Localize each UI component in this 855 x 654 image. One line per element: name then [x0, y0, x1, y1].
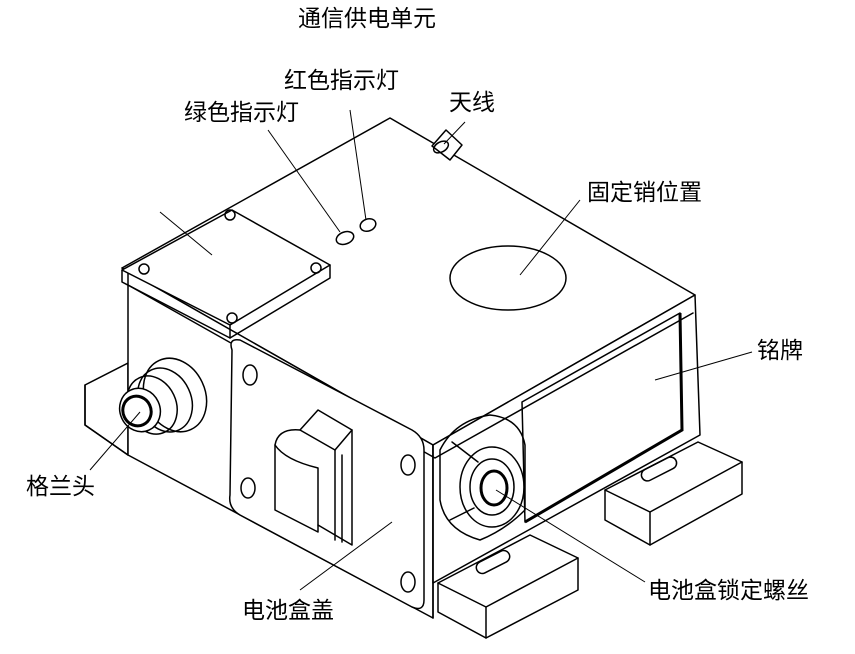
leader-cover-plate: [159, 211, 213, 256]
fixing-pin-hole: [449, 245, 567, 311]
leader-lines: [89, 109, 753, 591]
lock-screw: [439, 414, 526, 541]
leader-battery-cover: [299, 521, 393, 591]
leader-gland: [89, 411, 141, 471]
top-cover-plate: [121, 209, 331, 339]
label-gland: 格兰头: [26, 474, 95, 500]
cable-gland: [118, 357, 208, 435]
leader-antenna: [443, 121, 466, 145]
antenna: [431, 129, 463, 161]
leader-red-led: [349, 109, 367, 221]
label-lock-screw: 电池盒锁定螺丝: [648, 578, 809, 604]
leader-nameplate: [654, 351, 753, 381]
right-mounting-foot: [604, 441, 743, 546]
label-battery-cover: 电池盒盖: [242, 598, 334, 624]
label-red-led: 红色指示灯: [284, 68, 399, 94]
label-nameplate: 铭牌: [757, 338, 803, 364]
green-led: [335, 230, 355, 246]
leader-lock-screw: [495, 489, 646, 583]
label-antenna: 天线: [449, 90, 495, 116]
bottom-mounting-foot: [437, 534, 579, 639]
leader-green-led: [267, 129, 341, 233]
diagram-title: 通信供电单元: [298, 6, 436, 32]
label-pin-position: 固定销位置: [587, 180, 702, 206]
leader-pin-position: [519, 199, 581, 276]
battery-cover: [228, 338, 425, 610]
label-green-led: 绿色指示灯: [184, 100, 299, 126]
